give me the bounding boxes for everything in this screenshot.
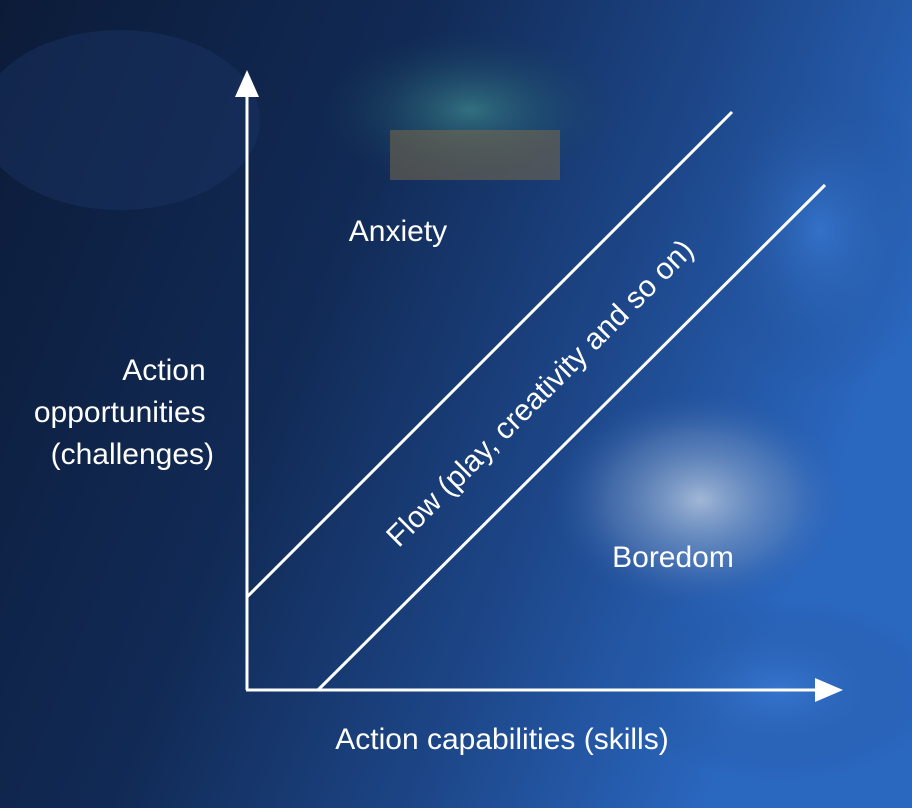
x-axis-arrow-icon: [815, 678, 843, 702]
region-label-boredom: Boredom: [612, 541, 734, 574]
y-axis-label-line-3: (challenges): [51, 438, 214, 471]
region-label-anxiety: Anxiety: [349, 215, 447, 248]
flow-lower-boundary: [316, 183, 827, 692]
flow-upper-boundary: [245, 110, 734, 599]
y-axis-label: Action opportunities (challenges): [34, 354, 214, 471]
y-axis-label-line-2: opportunities: [34, 396, 206, 429]
y-axis-arrow-icon: [235, 70, 259, 97]
x-axis-label: Action capabilities (skills): [335, 723, 668, 756]
y-axis-label-line-1: Action: [122, 354, 205, 387]
